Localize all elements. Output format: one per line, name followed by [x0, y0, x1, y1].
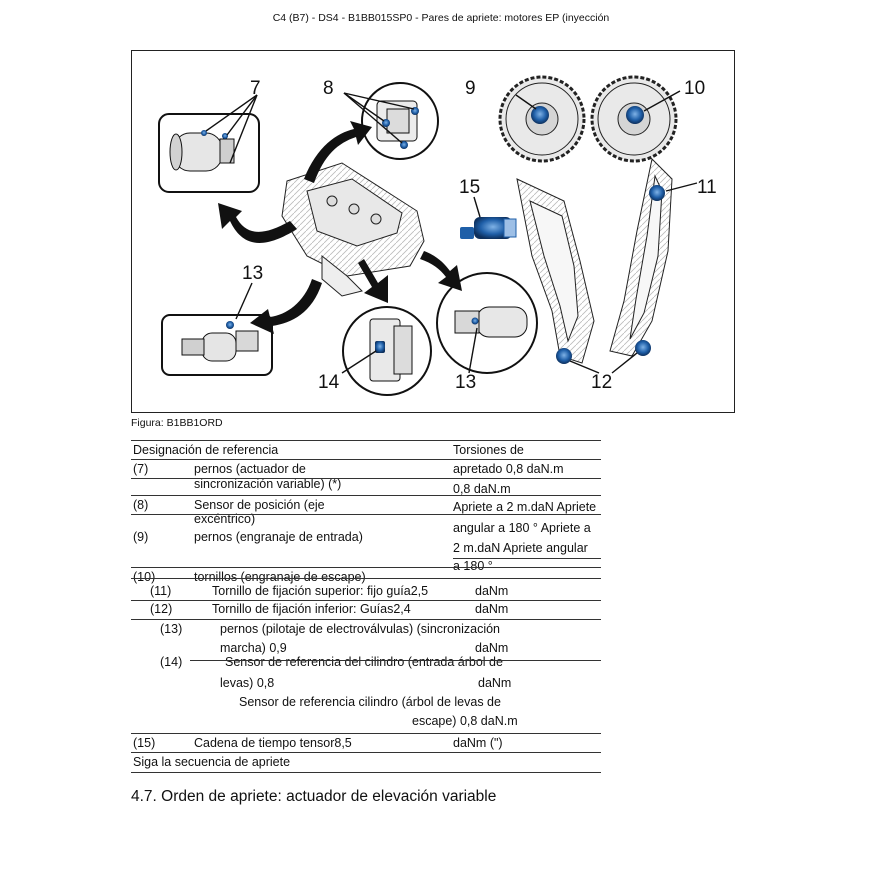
- callout-15: 15: [459, 177, 480, 198]
- row-11-desc1: Tornillo de fijación superior: fijo guía…: [212, 584, 429, 598]
- inset-13-left: [161, 314, 273, 376]
- row-14-desc3: Sensor de referencia cilindro (árbol de …: [239, 695, 501, 709]
- row-13-desc2: marcha) 0,9: [220, 641, 287, 655]
- document-header: C4 (B7) - DS4 - B1BB015SP0 - Pares de ap…: [272, 12, 610, 24]
- table-rule: [131, 772, 601, 773]
- table-rule: [131, 752, 601, 753]
- strike-line: [190, 660, 601, 661]
- section-title: 4.7. Orden de apriete: actuador de eleva…: [131, 788, 497, 805]
- callout-11: 11: [697, 177, 717, 198]
- gear-9: [498, 75, 586, 163]
- row-10-num: (10): [133, 570, 156, 584]
- table-rule: [453, 558, 601, 559]
- row-14-desc2: levas) 0,8: [220, 676, 275, 690]
- callout-10: 10: [684, 78, 705, 99]
- diagram-svg: 7 8 9 10 11 15 13 14 13 12: [158, 75, 717, 396]
- table-rule: [131, 619, 601, 620]
- inset-13-right: [436, 272, 538, 374]
- table-rule: [131, 600, 601, 601]
- gear-10: [590, 75, 678, 163]
- table-rule: [131, 495, 601, 496]
- table-header-left: Designación de referencia: [133, 443, 279, 457]
- callout-7: 7: [250, 78, 261, 99]
- row-7-desc1: pernos (actuador de: [194, 462, 306, 476]
- callout-13-left: 13: [242, 263, 263, 284]
- row-9-num: (9): [133, 530, 149, 544]
- row-11-num: (11): [150, 584, 172, 598]
- row-12-num: (12): [150, 602, 173, 616]
- inset-14: [342, 306, 432, 396]
- table-header-right: Torsiones de: [453, 443, 524, 457]
- row-8-torque2: angular a 180 ° Apriete a: [453, 521, 591, 535]
- row-8-desc2: excéntrico): [194, 512, 256, 526]
- row-15-torque1: daNm ("): [453, 736, 503, 750]
- row-14-desc4: escape) 0,8 daN.m: [412, 714, 518, 728]
- callout-9: 9: [465, 78, 476, 99]
- inset-8: [361, 82, 439, 160]
- row-12-desc1: Tornillo de fijación inferior: Guías2,4: [212, 602, 411, 616]
- table-footer-note: Siga la secuencia de apriete: [133, 755, 291, 769]
- row-8-torque4: a 180 °: [453, 559, 493, 573]
- exploded-diagram: 7 8 9 10 11 15 13 14 13 12: [131, 50, 735, 413]
- callout-14: 14: [318, 372, 340, 393]
- row-7-torque2: 0,8 daN.m: [453, 482, 511, 496]
- row-8-torque1: Apriete a 2 m.daN Apriete: [453, 500, 597, 514]
- strike-line: [131, 578, 601, 579]
- chain-guide-right: [609, 157, 673, 357]
- row-14-num: (14): [160, 655, 183, 669]
- table-rule: [131, 459, 601, 460]
- row-15-num: (15): [133, 736, 156, 750]
- row-9-desc1: pernos (engranaje de entrada): [194, 530, 363, 544]
- row-15-desc1: Cadena de tiempo tensor8,5: [194, 736, 352, 750]
- table-rule: [131, 733, 601, 734]
- row-12-torque1: daNm: [475, 602, 509, 616]
- arrows: [218, 121, 462, 334]
- row-13-num: (13): [160, 622, 183, 636]
- row-10-desc1: tornillos (engranaje de escape): [194, 570, 366, 584]
- row-14-torque1: daNm: [478, 676, 512, 690]
- inset-7: [158, 113, 260, 193]
- chain-guide-left: [516, 178, 595, 364]
- table-rule: [131, 440, 601, 441]
- tensioner-15: [460, 217, 517, 239]
- row-14-desc1: Sensor de referencia del cilindro (entra…: [225, 655, 503, 669]
- row-7-desc2: sincronización variable) (*): [194, 477, 342, 491]
- bolt-11: [649, 185, 665, 201]
- row-13-desc1: pernos (pilotaje de electroválvulas) (si…: [220, 622, 500, 636]
- row-11-torque1: daNm: [475, 584, 509, 598]
- row-7-num: (7): [133, 462, 149, 476]
- row-13-torque1: daNm: [475, 641, 509, 655]
- callout-8: 8: [323, 78, 334, 99]
- table-rule: [131, 514, 601, 515]
- row-8-torque3: 2 m.daN Apriete angular: [453, 541, 588, 555]
- bolt-12b: [635, 340, 651, 356]
- row-7-torque1: apretado 0,8 daN.m: [453, 462, 564, 476]
- callout-12: 12: [591, 372, 612, 393]
- cylinder-head: [281, 162, 425, 297]
- row-8-desc1: Sensor de posición (eje: [194, 498, 325, 512]
- figure-caption: Figura: B1BB1ORD: [131, 417, 223, 429]
- bolt-12a: [556, 348, 572, 364]
- row-8-num: (8): [133, 498, 149, 512]
- table-rule: [131, 478, 601, 479]
- callout-13-right: 13: [455, 372, 476, 393]
- table-rule: [131, 567, 601, 568]
